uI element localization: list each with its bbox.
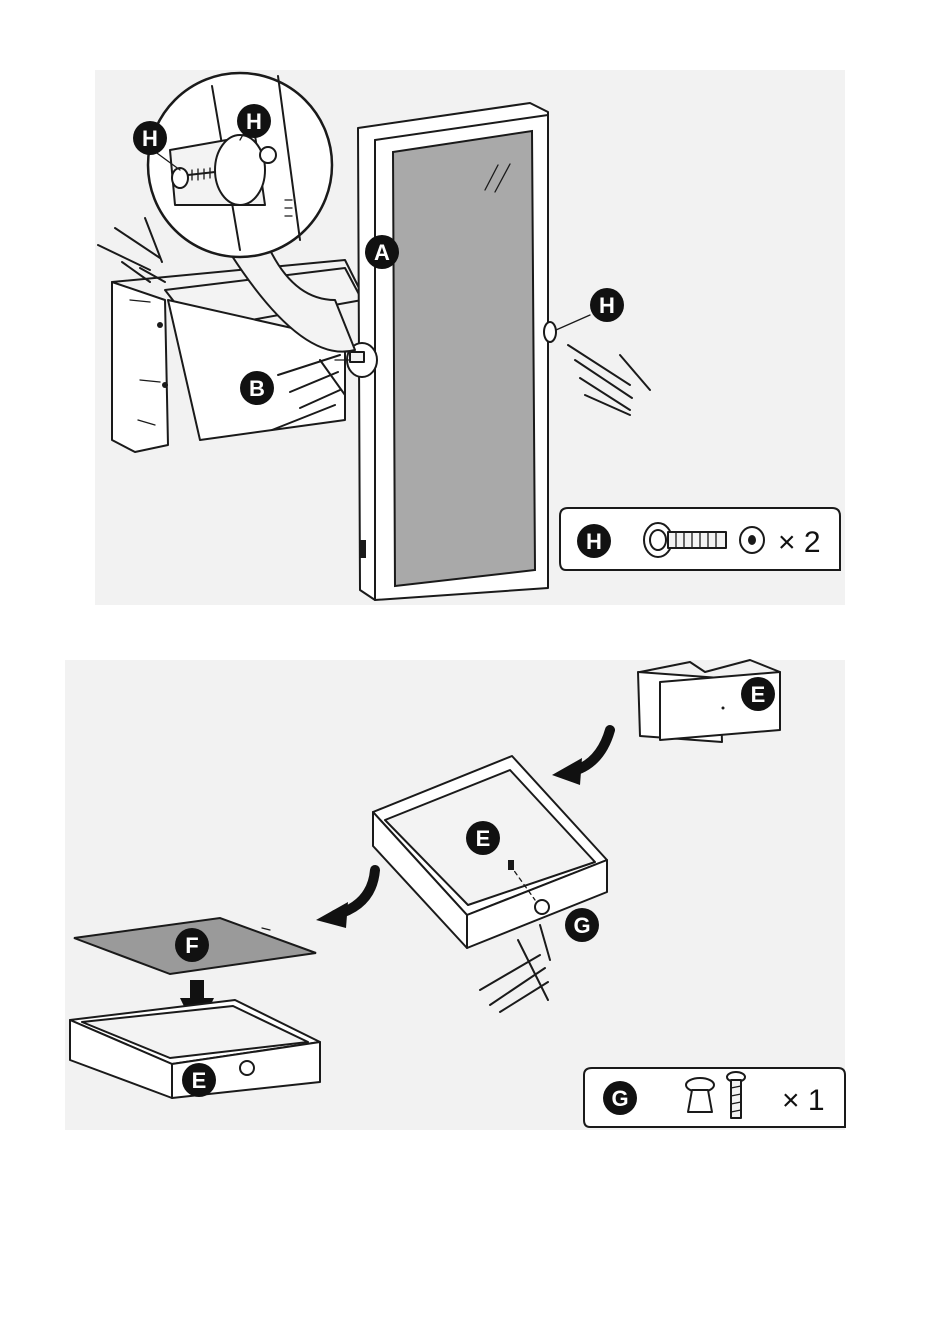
label-h-text: H (142, 126, 158, 151)
label-f-text: F (185, 933, 198, 958)
label-e-text: E (751, 682, 766, 707)
label-g-text: G (573, 913, 590, 938)
parts-box-g-quantity: × 1 (782, 1084, 825, 1117)
label-h-text: H (599, 293, 615, 318)
knob-icon (686, 1078, 714, 1112)
knob-icon (240, 1061, 254, 1075)
label-e-text: E (192, 1068, 207, 1093)
label-b: B (240, 371, 274, 405)
mirror-cabinet (358, 103, 548, 600)
label-b-text: B (249, 376, 265, 401)
parts-box-h: H × 2 (560, 508, 840, 570)
parts-box-h-label: H (586, 529, 602, 554)
parts-box-g-label: G (611, 1086, 628, 1111)
washer-icon (740, 527, 764, 553)
parts-box-g: G × 1 (584, 1068, 845, 1127)
label-h-detail-right: H (237, 104, 271, 138)
step-2-illustration: E E G (65, 660, 845, 1130)
step-1-illustration: A B H H H H (95, 70, 845, 605)
mirror-glass (393, 131, 535, 586)
label-h-side: H (590, 288, 624, 322)
label-e-text: E (476, 826, 491, 851)
label-a-text: A (374, 240, 390, 265)
label-h-detail-left: H (133, 121, 167, 155)
label-a: A (365, 235, 399, 269)
knob-icon (535, 900, 549, 914)
parts-box-h-quantity: × 2 (778, 526, 821, 559)
label-h-text: H (246, 109, 262, 134)
